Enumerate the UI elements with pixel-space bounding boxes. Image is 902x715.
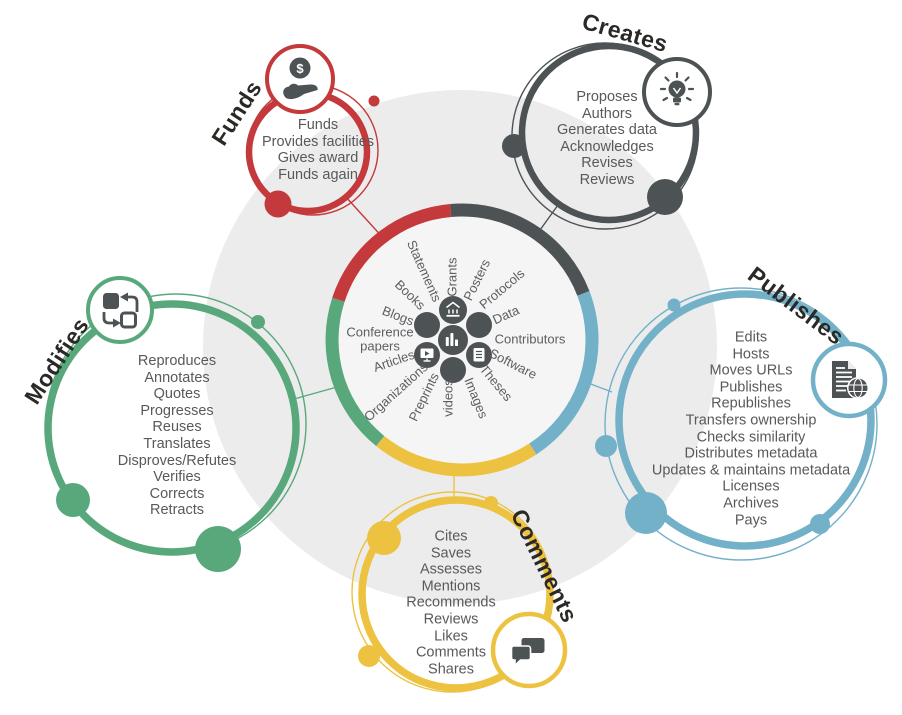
list-item: Verifies xyxy=(153,469,201,486)
hub-label-contributors: Contributors xyxy=(494,331,566,347)
list-item: Likes xyxy=(434,627,468,644)
list-item: Checks similarity xyxy=(696,429,806,445)
list-item: Recommends xyxy=(406,594,496,611)
list-item: Republishes xyxy=(711,395,791,412)
hand-coin-icon: $ xyxy=(265,44,335,114)
modifies-ring xyxy=(44,300,300,556)
modifies-dot-top xyxy=(251,315,265,329)
list-item: Distributes metadata xyxy=(684,445,818,462)
list-item: Publishes xyxy=(719,379,783,396)
bank-icon xyxy=(439,296,467,324)
list-item: Pays xyxy=(734,511,768,528)
list-item: Cites xyxy=(434,528,468,545)
list-item: Comments xyxy=(415,644,487,661)
list-item: Annotates xyxy=(144,369,210,386)
hub-arc-modifies xyxy=(325,297,385,447)
list-item: Generates data xyxy=(557,122,657,139)
funds-dot-small xyxy=(368,95,380,107)
list-item: Funds again xyxy=(278,166,358,183)
publishes-offset-ring xyxy=(604,287,878,561)
speech-bubbles-icon xyxy=(490,611,568,689)
hub-flower xyxy=(414,296,492,383)
hub-label-videos: videos xyxy=(440,379,456,417)
list-item: Mentions xyxy=(421,578,481,595)
list-item: Acknowledges xyxy=(560,139,654,155)
list-item: Proposes xyxy=(576,89,638,106)
swap-squares-icon xyxy=(86,276,154,344)
hub-arc-funds xyxy=(332,204,452,302)
creates-ring xyxy=(518,42,700,224)
list-item: Assesses xyxy=(419,561,483,578)
list-item: Disproves/Refutes xyxy=(117,452,237,469)
list-item: Hosts xyxy=(732,346,770,363)
video-screen-icon xyxy=(414,342,440,368)
hub-arc-publishes xyxy=(529,291,599,455)
list-item: Retracts xyxy=(150,502,204,519)
list-item: Funds xyxy=(297,116,339,133)
list-item: Provides facilities xyxy=(261,133,375,150)
list-item: Archives xyxy=(723,495,779,512)
hub-flower-plain-2 xyxy=(466,312,492,338)
funds-dot-large xyxy=(264,190,292,218)
svg-text:$: $ xyxy=(296,61,304,76)
lightbulb-icon xyxy=(642,57,712,127)
creates-dot-large xyxy=(647,179,683,215)
list-item: Edits xyxy=(734,329,768,346)
connector-modifies xyxy=(293,386,338,400)
list-item: Progresses xyxy=(140,402,214,419)
publishes-ring xyxy=(615,290,875,550)
comments-dot-left xyxy=(358,645,380,667)
comments-dot-top xyxy=(484,496,498,510)
hub-arc-creates xyxy=(450,203,590,296)
creates-dot-left xyxy=(502,134,526,158)
list-item: Reproduces xyxy=(137,353,217,370)
publishes-dot-left xyxy=(595,435,617,457)
list-item: Revises xyxy=(581,155,633,172)
hub-flower-plain-3 xyxy=(440,357,466,383)
list-item: Licenses xyxy=(722,478,780,495)
list-item: Updates & maintains metadata xyxy=(651,462,851,479)
list-item: Reuses xyxy=(152,419,202,436)
list-item: Reviews xyxy=(423,611,479,628)
modifies-dot-left xyxy=(56,483,90,517)
list-item: Reviews xyxy=(579,172,635,189)
list-item: Authors xyxy=(582,105,632,122)
hub-label-conference-papers: Conference papers xyxy=(346,324,414,353)
modifies-dot-large xyxy=(195,526,241,572)
hub-flower-plain-1 xyxy=(414,312,440,338)
publishes-dot-large xyxy=(625,492,667,534)
comments-ring xyxy=(358,496,554,692)
document-globe-icon xyxy=(810,341,888,419)
list-item: Moves URLs xyxy=(709,362,793,379)
publishes-dot-top xyxy=(667,298,681,312)
list-item: Shares xyxy=(428,661,474,678)
bar-chart-icon xyxy=(438,325,468,355)
list-item: Saves xyxy=(430,544,472,561)
list-item: Corrects xyxy=(149,485,205,502)
hub-arc-comments xyxy=(376,435,537,477)
list-item: Quotes xyxy=(153,386,201,403)
list-item: Translates xyxy=(143,436,211,452)
document-icon xyxy=(466,342,492,368)
publishes-dot-bottom xyxy=(810,514,830,534)
comments-dot-large xyxy=(367,521,401,555)
list-item: Transfers ownership xyxy=(685,412,817,429)
hub-label-grants: Grants xyxy=(444,257,460,297)
list-item: Gives award xyxy=(277,150,359,166)
